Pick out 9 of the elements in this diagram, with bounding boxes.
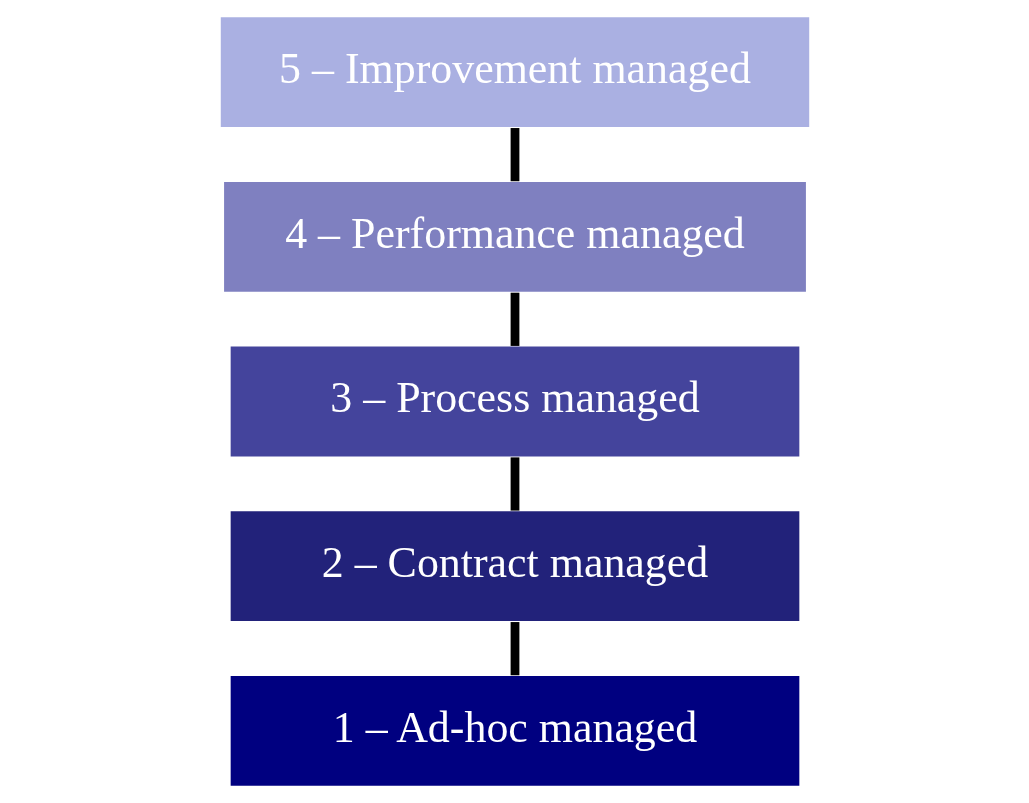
node-box: 5 – Improvement managed <box>220 17 809 128</box>
connector <box>510 457 519 511</box>
node-box: 4 – Performance managed <box>223 181 806 292</box>
node-box: 3 – Process managed <box>230 346 799 457</box>
node-box: 1 – Ad-hoc managed <box>230 675 799 786</box>
connector <box>510 622 519 676</box>
connector <box>510 292 519 346</box>
connector <box>510 128 519 182</box>
node-box: 2 – Contract managed <box>230 511 799 622</box>
